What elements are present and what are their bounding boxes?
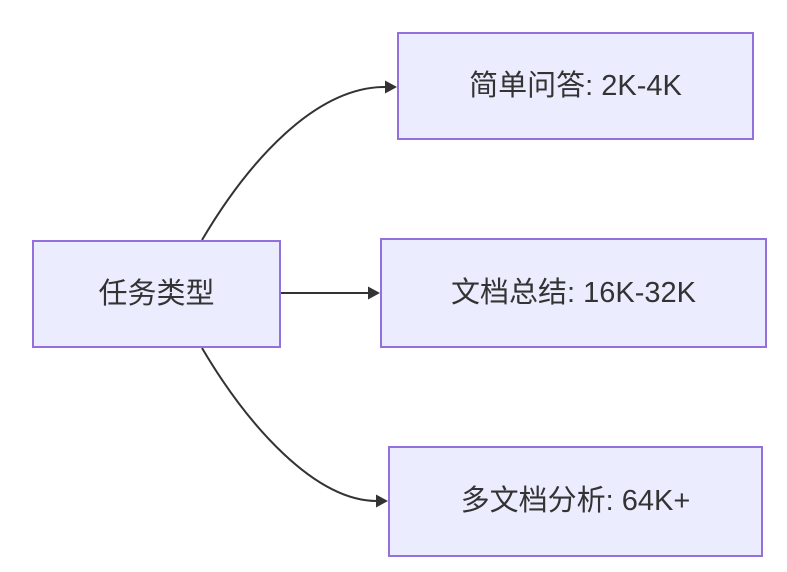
node-simple-qa: 简单问答: 2K-4K xyxy=(397,32,754,140)
node-doc-summary: 文档总结: 16K-32K xyxy=(380,238,767,348)
node-multi-doc: 多文档分析: 64K+ xyxy=(388,446,763,557)
arrowhead-doc-summary-icon xyxy=(368,286,380,300)
arrowhead-simple-qa-icon xyxy=(385,80,397,94)
edge-task-type-to-simple-qa xyxy=(201,86,386,241)
node-task-type: 任务类型 xyxy=(32,240,281,348)
node-multi-doc-label: 多文档分析: 64K+ xyxy=(460,485,691,518)
node-simple-qa-label: 简单问答: 2K-4K xyxy=(469,69,682,102)
edge-task-type-to-multi-doc xyxy=(201,347,378,502)
node-doc-summary-label: 文档总结: 16K-32K xyxy=(451,276,696,309)
node-task-type-label: 任务类型 xyxy=(98,277,215,310)
arrowhead-multi-doc-icon xyxy=(376,494,388,508)
